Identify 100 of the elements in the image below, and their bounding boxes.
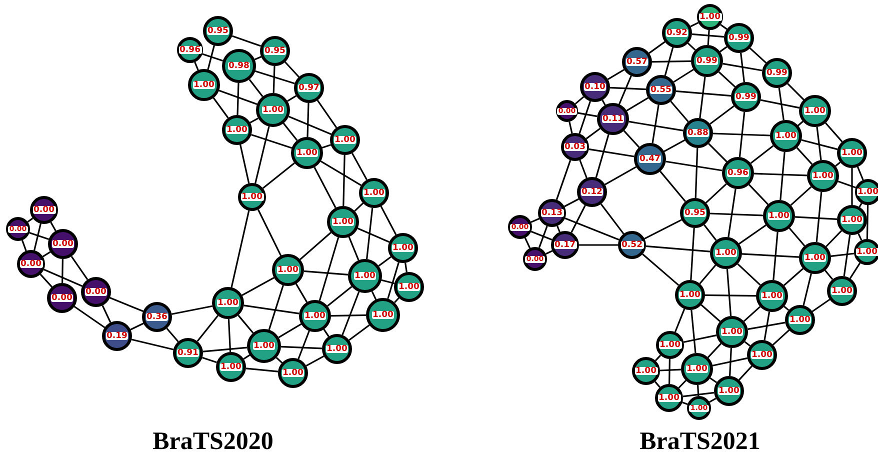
edge-line <box>579 244 618 246</box>
edge-line <box>646 245 710 252</box>
graph-node-circle <box>508 215 532 239</box>
graph-node-circle <box>256 93 290 127</box>
edge-line <box>740 52 745 82</box>
node-value: 0.52 <box>620 240 644 250</box>
graph-node-circle <box>597 103 629 135</box>
node-value: 1.00 <box>240 192 264 202</box>
edge-line <box>618 75 632 105</box>
edge-line <box>748 322 786 330</box>
graph-node-circle <box>556 100 578 122</box>
node-value: 1.00 <box>392 244 414 252</box>
edge-line <box>278 323 302 338</box>
edge-line <box>796 147 813 165</box>
edge-line <box>44 268 83 287</box>
edge-line <box>772 330 790 346</box>
node-value: 1.00 <box>220 362 242 372</box>
node-value: 0.10 <box>584 82 606 92</box>
edge-line <box>652 60 692 63</box>
edge-line <box>720 46 728 52</box>
node-value: 1.00 <box>804 106 826 116</box>
edge-line <box>738 366 752 380</box>
edge-line <box>666 160 722 172</box>
edge-line <box>690 228 695 280</box>
edge-line <box>790 186 812 206</box>
edge-line <box>130 322 144 330</box>
edge-line <box>682 392 714 398</box>
edge-line <box>202 356 217 364</box>
edge-line <box>699 264 716 284</box>
edge-line <box>240 144 250 184</box>
graph-node-circle <box>551 231 579 259</box>
graph-node-circle <box>807 160 839 192</box>
edge-line <box>371 291 377 300</box>
edge-line <box>202 53 224 62</box>
edge-line <box>838 180 856 188</box>
edge-line <box>570 205 586 233</box>
edge-line <box>737 263 761 286</box>
graph-node-circle <box>17 250 45 278</box>
edge-line <box>794 216 838 220</box>
graph-node-circle <box>366 298 400 332</box>
graph-node-circle <box>622 47 652 77</box>
edge-line <box>694 148 698 198</box>
graph-node-circle <box>691 45 723 77</box>
edge-line <box>27 218 34 223</box>
edge-line <box>257 209 282 256</box>
edge-line <box>728 188 736 238</box>
edge-line <box>825 122 843 142</box>
edge-line <box>254 70 295 84</box>
node-value: 0.03 <box>564 142 586 152</box>
graph-node-circle <box>260 36 290 66</box>
edge-line <box>772 232 778 280</box>
edge-line <box>322 144 332 149</box>
edge-line <box>608 69 624 80</box>
node-value: 1.00 <box>840 216 864 224</box>
edge-line <box>687 42 696 51</box>
edge-line <box>387 262 400 299</box>
edge-line <box>830 252 854 257</box>
node-value: 0.98 <box>228 62 250 70</box>
edge-line <box>74 306 106 328</box>
edge-line <box>682 402 688 405</box>
edge-line <box>690 310 696 354</box>
edge-line <box>50 222 56 232</box>
edge-line <box>42 251 51 258</box>
edge-line <box>586 128 601 140</box>
edge-line <box>664 47 674 76</box>
edge-line <box>750 145 774 164</box>
edge-line <box>320 160 362 186</box>
edge-line <box>707 30 710 46</box>
edge-line <box>710 212 764 216</box>
edge-line <box>849 262 861 279</box>
edge-line <box>304 270 348 276</box>
edge-line <box>712 132 770 136</box>
graph-node-circle <box>655 384 683 412</box>
edge-line <box>110 296 144 312</box>
edge-line <box>866 204 869 240</box>
edge-line <box>801 139 838 150</box>
graph-node-circle <box>47 283 77 313</box>
edge-line <box>131 338 174 350</box>
edge-line <box>709 398 716 403</box>
edge-line <box>202 346 248 352</box>
edge-line <box>720 24 728 30</box>
edge-line <box>318 237 340 301</box>
node-value: 0.55 <box>650 86 672 94</box>
edge-line <box>664 139 686 152</box>
edge-line <box>524 238 531 248</box>
edge-line <box>578 112 598 118</box>
node-value: 1.00 <box>750 350 774 360</box>
edge-line <box>705 183 727 204</box>
node-value: 0.47 <box>638 154 662 164</box>
node-value: 1.00 <box>714 248 738 258</box>
node-value: 0.12 <box>580 188 604 196</box>
graph-node-circle <box>538 199 566 227</box>
node-value: 1.00 <box>398 282 420 292</box>
edge-line <box>788 228 806 246</box>
edge-line <box>858 233 862 241</box>
edge-line <box>856 166 864 180</box>
graph-node-circle <box>359 178 389 208</box>
edge-line <box>578 100 592 134</box>
edge-line <box>778 88 784 120</box>
edge-line <box>738 112 746 158</box>
